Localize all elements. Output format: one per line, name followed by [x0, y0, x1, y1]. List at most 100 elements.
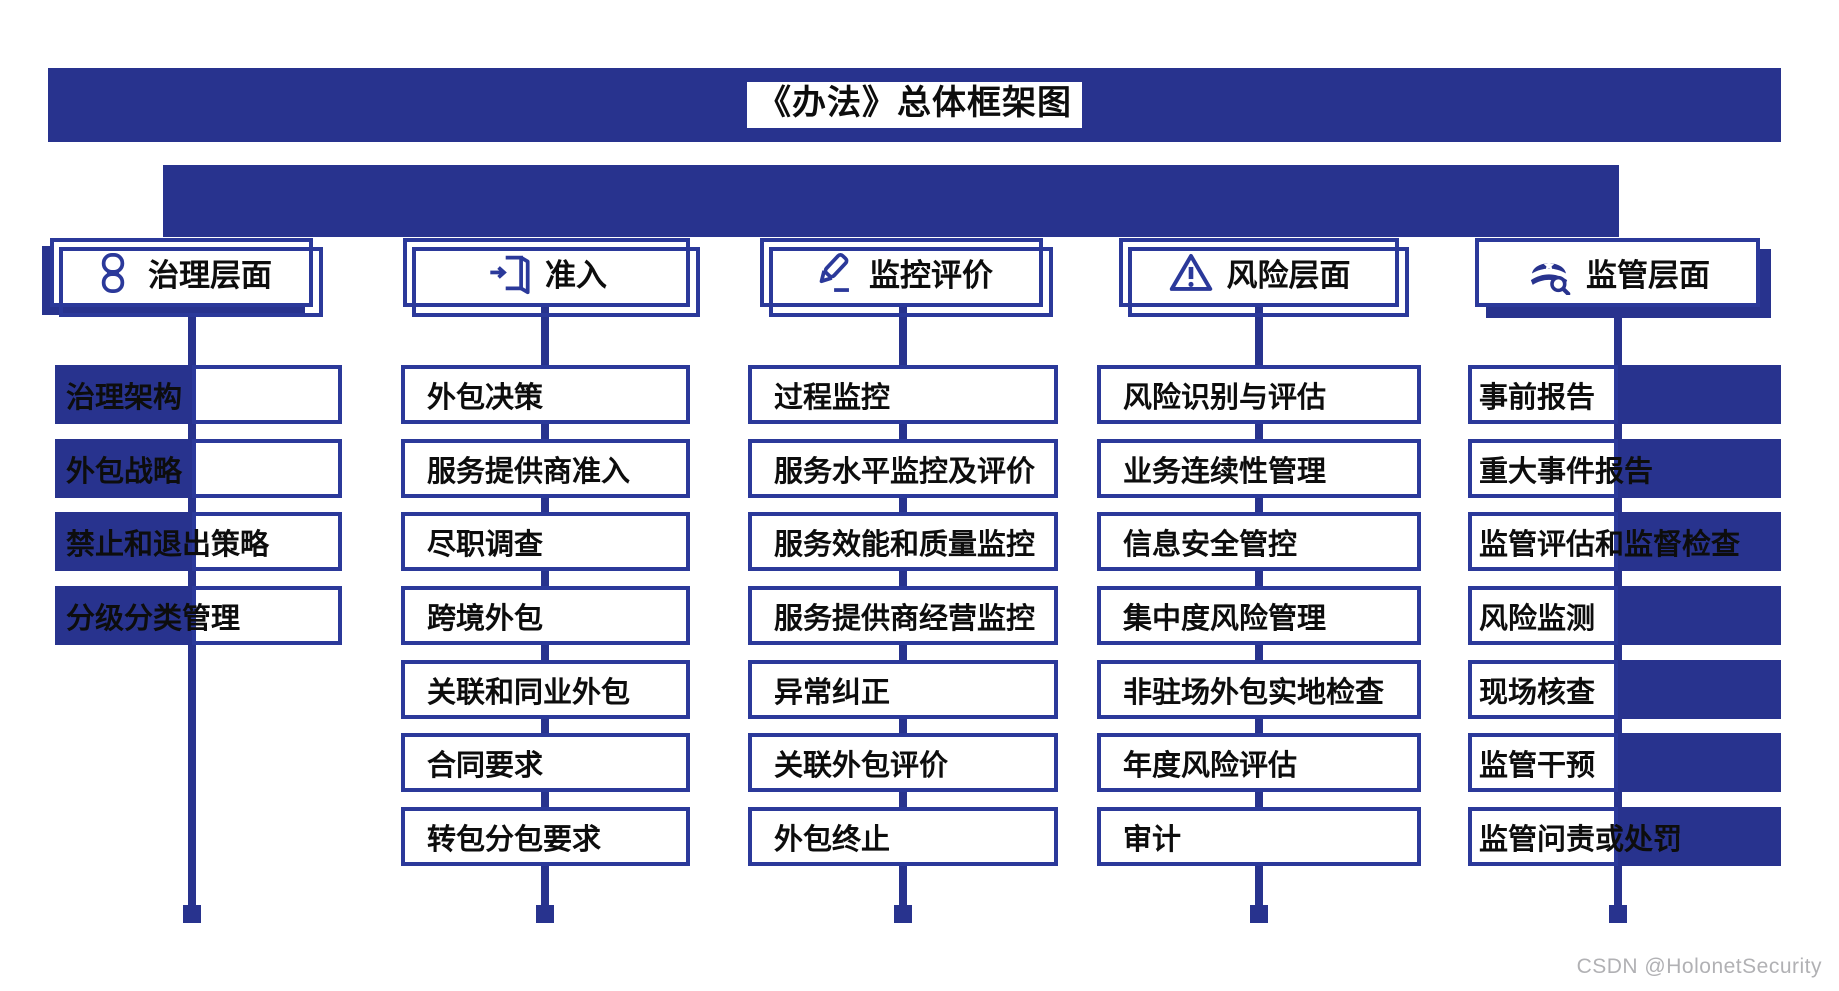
item-white-box: [1468, 586, 1618, 645]
item-label: 治理架构: [66, 381, 183, 414]
column-header-label: 治理层面: [148, 258, 272, 293]
item-box: 异常纠正: [748, 660, 1058, 719]
column-header-1: 治理层面: [50, 238, 323, 317]
column-header-2: 准入: [403, 238, 700, 317]
item-box: 业务连续性管理: [1097, 439, 1421, 498]
item-label: 重大事件报告: [1479, 455, 1654, 488]
item-label: 风险监测: [1479, 602, 1596, 635]
item-white-box: [192, 439, 342, 498]
item-white-box: [192, 512, 342, 571]
item-white-box: [1468, 365, 1618, 424]
item-box: 关联和同业外包: [401, 660, 690, 719]
item-label: 事前报告: [1479, 381, 1596, 414]
item-shadow-block: [1618, 807, 1781, 866]
item-label: 集中度风险管理: [1123, 602, 1327, 635]
item-box: 转包分包要求: [401, 807, 690, 866]
item-box: 集中度风险管理: [1097, 586, 1421, 645]
item-box: 审计: [1097, 807, 1421, 866]
item-label: 审计: [1123, 823, 1182, 856]
column-header-5: 监管层面: [1475, 238, 1760, 307]
item-label: 信息安全管控: [1123, 528, 1298, 561]
item-label: 业务连续性管理: [1123, 455, 1327, 488]
item-label: 监管干预: [1479, 749, 1596, 782]
item-white-box: [1468, 733, 1618, 792]
item-label: 年度风险评估: [1123, 749, 1298, 782]
column-header-label: 监控评价: [869, 258, 993, 293]
item-label: 异常纠正: [774, 676, 891, 709]
item-box: 外包战略: [55, 439, 342, 498]
item-box: 监管干预: [1468, 733, 1781, 792]
item-box: 服务水平监控及评价: [748, 439, 1058, 498]
item-box: 年度风险评估: [1097, 733, 1421, 792]
item-label: 服务提供商经营监控: [774, 602, 1036, 635]
item-shadow-block: [1618, 586, 1781, 645]
item-white-box: [192, 586, 342, 645]
item-shadow-block: [1618, 660, 1781, 719]
item-white-box: [1468, 439, 1618, 498]
item-label: 现场核查: [1479, 676, 1596, 709]
item-label: 跨境外包: [427, 602, 544, 635]
item-box: 外包终止: [748, 807, 1058, 866]
item-label: 外包终止: [774, 823, 891, 856]
item-box: 监管问责或处罚: [1468, 807, 1781, 866]
item-shadow-block: [55, 439, 192, 498]
item-box: 跨境外包: [401, 586, 690, 645]
item-shadow-block: [1618, 439, 1781, 498]
item-box: 合同要求: [401, 733, 690, 792]
item-label: 监管评估和监督检查: [1479, 528, 1741, 561]
column-header-label: 风险层面: [1226, 258, 1351, 293]
item-box: 外包决策: [401, 365, 690, 424]
item-shadow-block: [1618, 733, 1781, 792]
item-label: 风险识别与评估: [1123, 381, 1327, 414]
column-header-label: 监管层面: [1586, 258, 1710, 293]
item-box: 禁止和退出策略: [55, 512, 342, 571]
item-white-box: [1468, 660, 1618, 719]
item-box: 过程监控: [748, 365, 1058, 424]
item-label: 分级分类管理: [66, 602, 241, 635]
item-white-box: [1468, 512, 1618, 571]
item-label: 过程监控: [774, 381, 891, 414]
column-header-3: 监控评价: [760, 238, 1053, 317]
item-label: 服务效能和质量监控: [774, 528, 1036, 561]
police-cap-search-icon: [1525, 251, 1573, 295]
item-box: 风险识别与评估: [1097, 365, 1421, 424]
column-end-square: [1609, 905, 1627, 923]
item-label: 监管问责或处罚: [1479, 823, 1683, 856]
column-end-square: [183, 905, 201, 923]
item-box: 关联外包评价: [748, 733, 1058, 792]
item-box: 服务提供商准入: [401, 439, 690, 498]
item-box: 现场核查: [1468, 660, 1781, 719]
item-box: 监管评估和监督检查: [1468, 512, 1781, 571]
item-box: 信息安全管控: [1097, 512, 1421, 571]
item-label: 关联外包评价: [774, 749, 949, 782]
item-label: 关联和同业外包: [427, 676, 631, 709]
column-spine: [899, 250, 907, 905]
item-shadow-block: [55, 512, 192, 571]
item-box: 分级分类管理: [55, 586, 342, 645]
column-spine: [188, 250, 196, 905]
column-spine: [1255, 250, 1263, 905]
column-header-4: 风险层面: [1119, 238, 1409, 317]
item-label: 非驻场外包实地检查: [1123, 676, 1385, 709]
item-box: 治理架构: [55, 365, 342, 424]
page-title: 《办法》总体框架图: [747, 82, 1082, 128]
item-label: 禁止和退出策略: [66, 528, 270, 561]
warning-triangle-icon: [1168, 251, 1214, 295]
item-shadow-block: [1618, 512, 1781, 571]
item-box: 服务效能和质量监控: [748, 512, 1058, 571]
item-box: 尽职调查: [401, 512, 690, 571]
chain-link-icon: [91, 251, 135, 295]
item-box: 非驻场外包实地检查: [1097, 660, 1421, 719]
item-shadow-block: [55, 586, 192, 645]
item-label: 转包分包要求: [427, 823, 602, 856]
item-box: 风险监测: [1468, 586, 1781, 645]
column-end-square: [1250, 905, 1268, 923]
watermark: CSDN @HolonetSecurity: [1576, 955, 1822, 978]
top-banner: [163, 165, 1619, 237]
column-spine: [541, 250, 549, 905]
column-end-square: [894, 905, 912, 923]
column-end-square: [536, 905, 554, 923]
item-shadow-block: [55, 365, 192, 424]
column-header-label: 准入: [545, 258, 607, 293]
